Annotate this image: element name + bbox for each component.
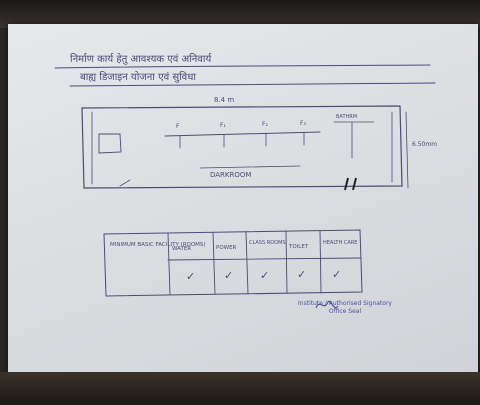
center-label: DARKROOM	[210, 171, 251, 179]
svg-text:POWER: POWER	[216, 245, 237, 251]
header-line-1: निर्माण कार्य हेतु आवश्यक एवं अनिवार्य	[70, 53, 212, 65]
table-check: ✓	[260, 269, 269, 282]
facility-table	[103, 229, 363, 297]
header-underline-2	[69, 82, 436, 87]
top-dimension: 8.4 m	[214, 96, 234, 104]
svg-text:WATER: WATER	[172, 246, 191, 252]
left-room	[98, 133, 122, 154]
svg-text:F₁: F₁	[220, 122, 226, 129]
svg-text:F: F	[176, 123, 180, 130]
header-underline-1	[54, 64, 431, 69]
building-outline	[81, 105, 403, 189]
table-check: ✓	[186, 270, 195, 283]
paper-sheet	[8, 24, 478, 376]
svg-text:F₂: F₂	[262, 121, 268, 128]
table-row-header: MINIMUM BASIC FACILITY (ROOMS)	[110, 242, 206, 248]
svg-text:TOILET: TOILET	[288, 244, 309, 250]
background-top	[0, 0, 480, 28]
background-bottom	[0, 372, 480, 405]
header-line-2: बाह्य डिजाइन योजना एवं सुविधा	[80, 71, 196, 83]
table-check: ✓	[224, 269, 233, 282]
table-check: ✓	[332, 268, 341, 281]
beam-line	[164, 131, 321, 137]
office-stamp: Institute / Authorised Signatory Office …	[298, 300, 392, 315]
right-block-label: BATHRM	[336, 114, 357, 120]
svg-text:F₃: F₃	[300, 120, 306, 127]
signature	[315, 300, 339, 309]
right-dimension: 6.50mm	[412, 141, 437, 148]
table-check: ✓	[297, 268, 306, 281]
svg-text:HEALTH CARE: HEALTH CARE	[323, 240, 357, 246]
svg-text:CLASS ROOMS: CLASS ROOMS	[249, 240, 286, 246]
